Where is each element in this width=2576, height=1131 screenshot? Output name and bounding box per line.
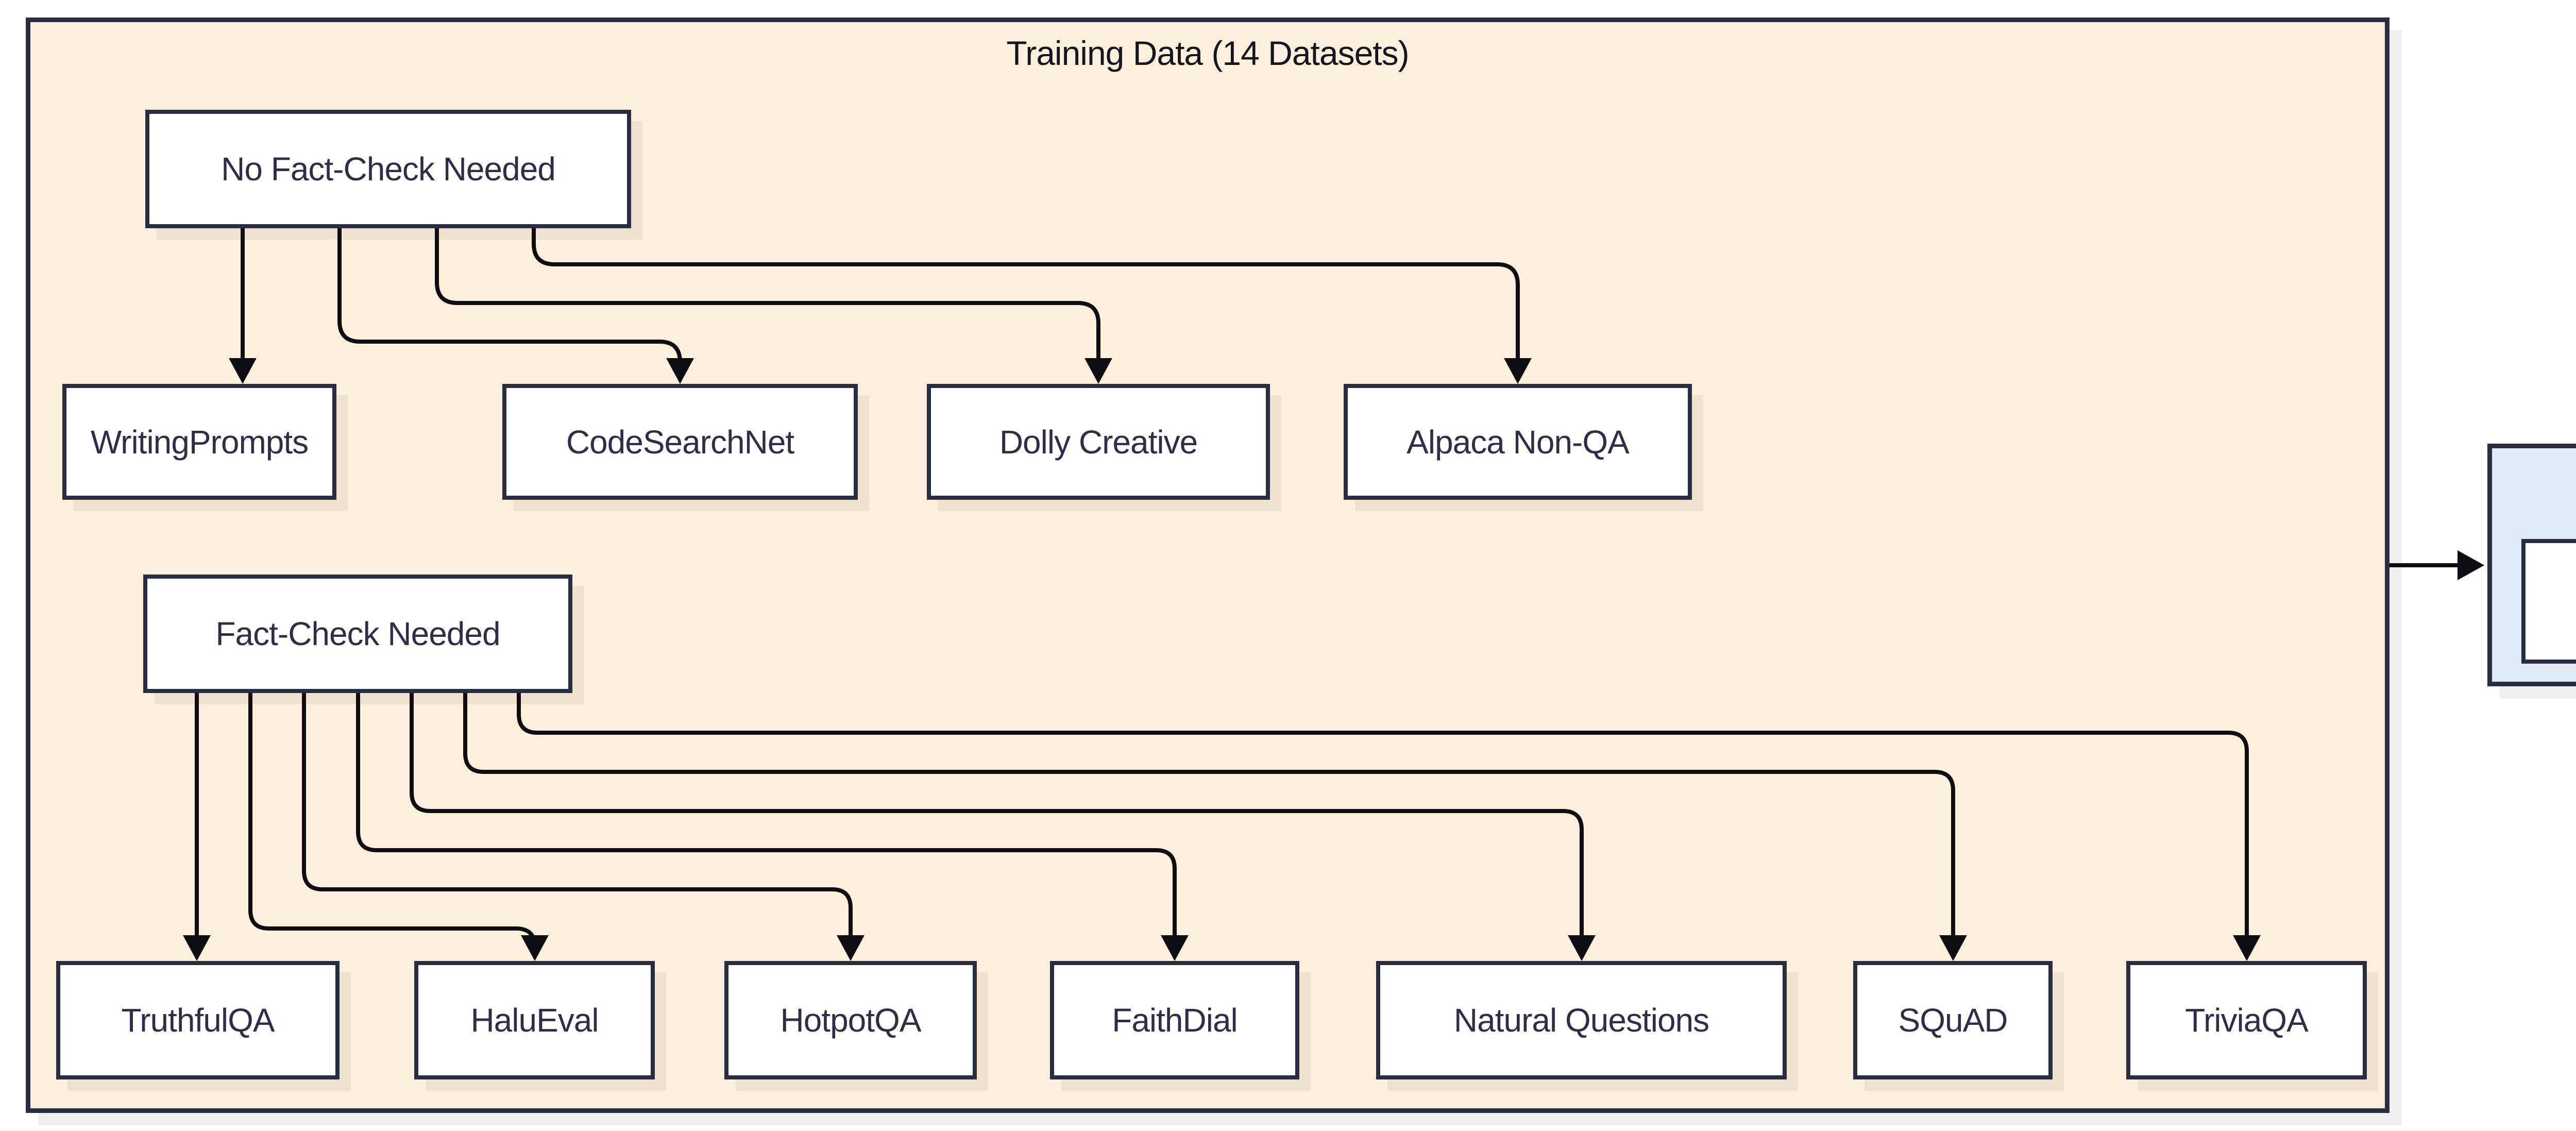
node-codesearchnet: CodeSearchNet [502, 384, 858, 500]
node-squad: SQuAD [1853, 961, 2053, 1079]
node-dolly-creative: Dolly Creative [927, 384, 1270, 500]
node-halueval: HaluEval [414, 961, 655, 1079]
node-writingprompts: WritingPrompts [62, 384, 336, 500]
node-faithdial: FaithDial [1050, 961, 1299, 1079]
halugate-sentinel-title: HaluGate Sentinel [2492, 460, 2576, 498]
node-fact-check-needed: Fact-Check Needed [143, 575, 572, 693]
node-alpaca-non-qa: Alpaca Non-QA [1344, 384, 1692, 500]
node-no-fact-check-needed: No Fact-Check Needed [145, 110, 631, 228]
node-natural-questions: Natural Questions [1376, 961, 1787, 1079]
training-data-title: Training Data (14 Datasets) [1006, 34, 1409, 72]
node-modernbert-base: ModernBERT Base [2521, 539, 2576, 664]
node-hotpotqa: HotpotQA [724, 961, 977, 1079]
node-truthfulqa: TruthfulQA [56, 961, 340, 1079]
node-triviaqa: TriviaQA [2126, 961, 2367, 1079]
